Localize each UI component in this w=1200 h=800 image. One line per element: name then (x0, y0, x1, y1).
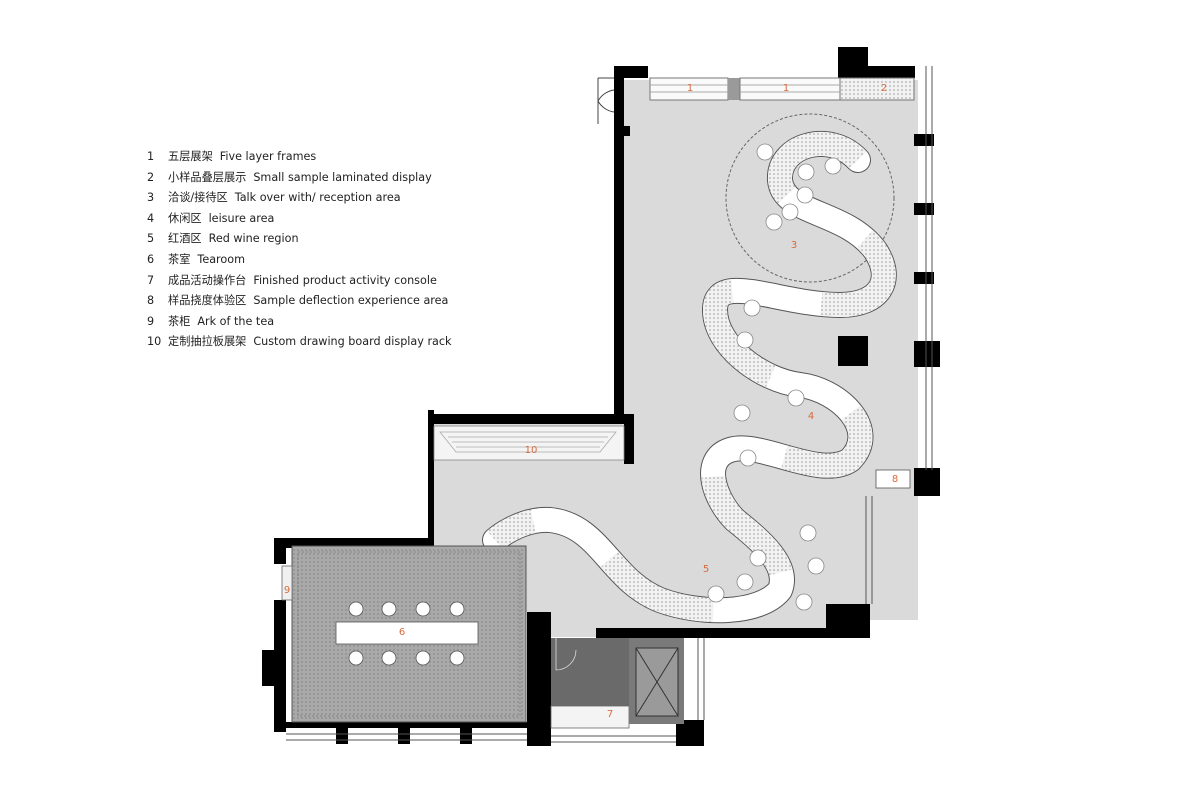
legend-label-zh: 样品挠度体验区 (168, 294, 247, 308)
serpentine-counter (482, 131, 897, 624)
legend-item: 6 茶室 Tearoom (147, 251, 452, 272)
marker-6: 6 (399, 627, 405, 638)
legend-label-zh: 红酒区 (168, 232, 202, 246)
legend-label-zh: 定制抽拉板展架 (168, 335, 247, 349)
marker-2: 2 (881, 83, 887, 94)
marker-1a: 1 (687, 83, 693, 94)
legend-label-zh: 五层展架 (168, 150, 213, 163)
legend-label-en: Tearoom (197, 252, 246, 266)
tea-ark (281, 565, 293, 601)
legend-label-zh: 茶柜 (168, 314, 191, 328)
legend-label-zh: 茶室 (168, 252, 191, 266)
legend-label-en: Finished product activity console (253, 273, 437, 287)
marker-10: 10 (525, 445, 538, 456)
legend-label-en: Talk over with/ reception area (234, 191, 401, 205)
legend-number: 10 (147, 335, 162, 349)
legend-label-en: Small sample laminated display (253, 170, 432, 184)
legend-number: 8 (147, 294, 155, 308)
legend-number: 6 (147, 252, 155, 266)
marker-3: 3 (791, 240, 797, 251)
entrance-doors (597, 77, 615, 124)
legend-label-en: Ark of the tea (197, 314, 275, 328)
legend-number: 3 (147, 191, 155, 205)
plan-markers: 1 1 2 3 4 5 6 7 8 9 10 (284, 83, 898, 720)
legend-label-en: Sample deflection experience area (253, 294, 449, 308)
legend-item: 1 五层展架 Five layer frames (147, 148, 452, 169)
sample-deflection-box (875, 469, 911, 489)
legend-label-en: leisure area (208, 211, 275, 225)
legend-item: 9 茶柜 Ark of the tea (147, 313, 452, 334)
legend-label-en: Red wine region (208, 232, 299, 246)
legend-item: 7 成品活动操作台 Finished product activity consol… (147, 272, 452, 293)
legend-item: 10 定制抽拉板展架 Custom drawing board display ra… (147, 333, 452, 354)
legend-item: 4 休闲区 leisure area (147, 210, 452, 231)
marker-4: 4 (808, 411, 814, 422)
legend-label-zh: 小样品叠层展示 (168, 170, 247, 184)
legend-item: 3 洽谈/接待区 Talk over with/ reception area (147, 189, 452, 210)
product-console-area (550, 638, 684, 729)
legend-item: 5 红酒区 Red wine region (147, 230, 452, 251)
marker-7: 7 (607, 709, 613, 720)
legend-label-en: Custom drawing board display rack (253, 335, 452, 349)
window-lines (286, 66, 933, 743)
marker-8: 8 (892, 474, 898, 485)
legend-label-zh: 成品活动操作台 (168, 273, 247, 287)
legend-label-en: Five layer frames (219, 150, 317, 163)
stools (707, 143, 842, 611)
marker-9: 9 (284, 585, 290, 596)
legend-item: 2 小样品叠层展示 Small sample laminated display (147, 169, 452, 190)
legend-label-zh: 休闲区 (168, 211, 202, 225)
legend-number: 2 (147, 170, 155, 184)
legend-number: 7 (147, 273, 155, 287)
legend-number: 5 (147, 232, 155, 246)
walls (262, 47, 940, 746)
legend-item: 8 样品挠度体验区 Sample deflection experience are… (147, 292, 452, 313)
marker-1b: 1 (783, 83, 789, 94)
legend-label-zh: 洽谈/接待区 (168, 191, 228, 205)
legend-number: 1 (147, 150, 155, 163)
drawing-board-rack (433, 425, 625, 461)
legend: 1 五层展架 Five layer frames 2 小样品叠层展示 Small samp… (147, 148, 452, 354)
floor-area (434, 80, 918, 637)
marker-5: 5 (703, 564, 709, 575)
tearoom (291, 545, 527, 723)
legend-number: 9 (147, 314, 155, 328)
reception-area-circle (725, 113, 895, 283)
top-shelves (649, 77, 915, 101)
legend-number: 4 (147, 211, 155, 225)
